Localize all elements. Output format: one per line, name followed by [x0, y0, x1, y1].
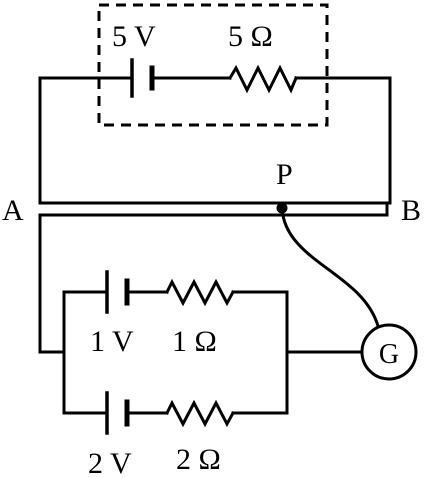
- left-connecting-wire: [38, 213, 66, 354]
- galvanometer-label: G: [379, 339, 399, 370]
- lower-resistor-label: 2 Ω: [176, 443, 221, 476]
- upper-battery-symbol: [105, 270, 130, 314]
- point-a-label: A: [2, 194, 24, 227]
- lower-battery-label: 2 V: [88, 447, 132, 478]
- upper-resistor-label: 1 Ω: [172, 325, 217, 358]
- upper-resistor-symbol: [164, 278, 236, 307]
- upper-battery-label: 1 V: [90, 325, 134, 358]
- potentiometer-wire-ab: [38, 201, 389, 217]
- point-b-label: B: [401, 194, 421, 227]
- top-loop-wire: [38, 76, 392, 205]
- jockey-contact-dot: [276, 202, 288, 214]
- lower-resistor-symbol: [164, 399, 236, 428]
- top-resistor-symbol: [227, 64, 298, 94]
- jockey-wire: [280, 206, 380, 328]
- source-enclosure-dashed-box: [97, 3, 329, 127]
- point-p-label: P: [276, 158, 293, 191]
- parallel-network-wire: [62, 290, 289, 415]
- top-resistor-label: 5 Ω: [228, 20, 273, 53]
- top-battery-symbol: [130, 58, 155, 98]
- lower-battery-symbol: [105, 391, 130, 435]
- galvanometer-symbol: [360, 323, 418, 381]
- top-battery-label: 5 V: [112, 20, 156, 53]
